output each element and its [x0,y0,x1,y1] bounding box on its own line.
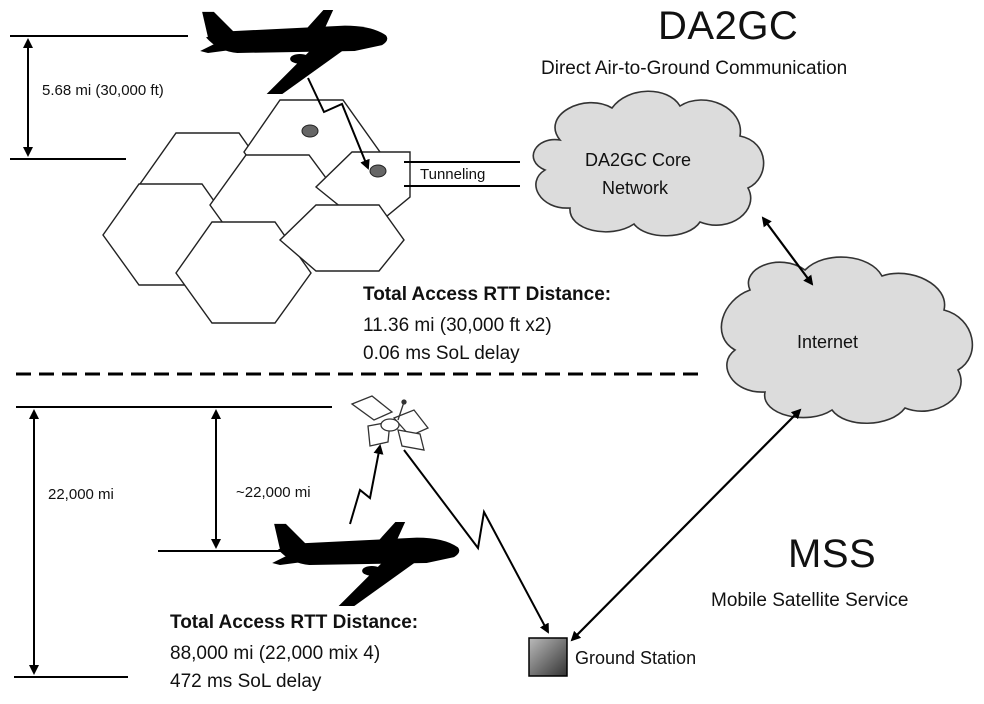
ground-station-label: Ground Station [575,648,697,668]
mss-approx-height-label: ~22,000 mi [236,484,311,501]
ground-to-internet-link [570,408,802,642]
da2gc-title: DA2GC [658,4,799,48]
satellite-icon [350,395,430,451]
mss-title: MSS [788,532,877,576]
mss-rtt-heading: Total Access RTT Distance: [170,612,419,633]
airplane-icon [200,9,388,95]
satellite-to-ground-link [403,449,549,634]
cloud-icon-internet [720,256,974,425]
cloud-icon [532,90,765,237]
da2gc-rtt-delay: 0.06 ms SoL delay [363,343,520,364]
tunneling-link [404,161,520,187]
tunneling-label: Tunneling [420,166,486,183]
airplane-icon-mss [272,521,460,607]
da2gc-altitude-guides [10,35,188,160]
mss-subtitle: Mobile Satellite Service [711,590,909,611]
mss-rtt-delay: 472 ms SoL delay [170,671,322,692]
internet-label: Internet [797,332,859,352]
da2gc-altitude-label: 5.68 mi (30,000 ft) [42,82,164,99]
ground-station-icon [528,637,568,677]
air-to-ground-link [307,77,370,170]
core-network-label-line1: DA2GC Core [585,150,692,170]
da2gc-subtitle: Direct Air-to-Ground Communication [541,58,848,79]
mss-rtt-distance: 88,000 mi (22,000 mix 4) [170,643,381,664]
da2gc-rtt-distance: 11.36 mi (30,000 ft x2) [363,315,552,336]
core-network-label-line2: Network [601,178,668,198]
plane-to-satellite-link [349,444,384,525]
cell-hexagon-grid [102,99,411,324]
core-internet-link [761,216,814,286]
da2gc-rtt-heading: Total Access RTT Distance: [363,284,612,305]
mss-altitude-guides [14,406,332,678]
cell-tower-icon [301,124,387,178]
mss-total-height-label: 22,000 mi [48,486,114,503]
